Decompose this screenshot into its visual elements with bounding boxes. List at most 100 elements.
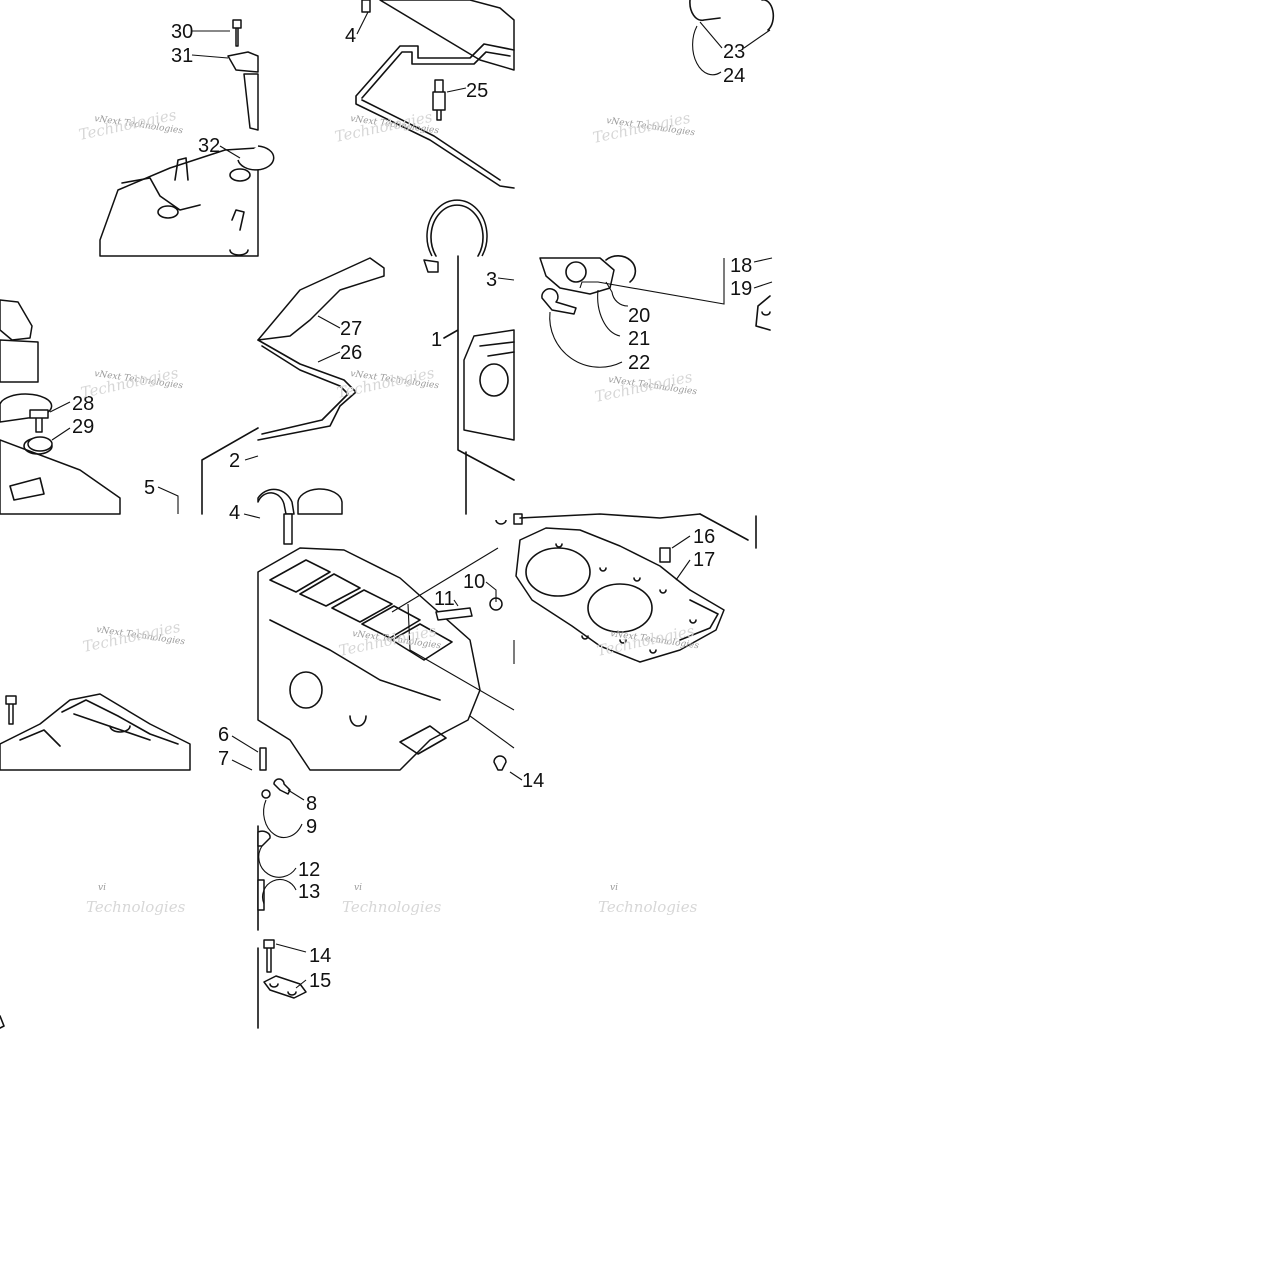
leader-3 <box>497 277 515 281</box>
stud-4 <box>361 0 371 13</box>
frame-18-19 <box>579 258 725 305</box>
leader-24 <box>692 25 722 76</box>
callout-15: 15 <box>309 970 331 992</box>
leader-29 <box>51 427 71 441</box>
callout-17: 17 <box>693 549 715 571</box>
leader-12 <box>258 845 297 878</box>
head-gasket-bore-1 <box>525 547 591 597</box>
leader-7 <box>231 759 253 771</box>
callout-6: 6 <box>218 724 229 746</box>
callout-4-top: 4 <box>345 25 356 47</box>
callout-9: 9 <box>306 816 317 838</box>
spring-13 <box>257 879 265 911</box>
bolt-lower-left <box>5 695 17 725</box>
nut-10 <box>489 597 503 611</box>
callout-20: 20 <box>628 305 650 327</box>
stud-upper <box>513 513 523 525</box>
callout-11: 11 <box>434 588 455 610</box>
frame-top <box>699 513 757 549</box>
cover-fragment-top <box>379 0 515 71</box>
callout-7: 7 <box>218 748 229 770</box>
leader-2 <box>244 455 259 461</box>
leader-9 <box>263 799 303 839</box>
head-fragment-detail <box>479 341 515 397</box>
leader-23 <box>699 21 723 49</box>
tile-r3-c2: 4 10 11 6 7 14 vNext Technologies Techno… <box>218 502 544 792</box>
bolt-28 <box>29 409 49 433</box>
frame-line <box>391 547 515 749</box>
callout-26: 26 <box>340 342 362 364</box>
gasket-inner <box>361 51 511 181</box>
tile-r3-c3: 16 17 vNext Technologies Technologies <box>515 513 757 663</box>
cylinder-head-ribs <box>269 559 453 755</box>
head-fragment <box>463 329 515 441</box>
thermostat-housing-detail <box>565 254 637 283</box>
valve-cover-body <box>99 147 259 257</box>
callout-23: 23 <box>723 41 745 63</box>
edge-fragment <box>0 1015 5 1029</box>
leader-5 <box>157 486 179 514</box>
tile-r2-c2: 27 26 2 1 3 vNext Technologies Technolog… <box>229 255 515 515</box>
watermark-faint-fragment: Technologies <box>342 898 442 916</box>
sensor-3 <box>423 259 439 273</box>
thermostat-housing <box>539 257 615 295</box>
leader-13 <box>261 878 297 905</box>
callout-8: 8 <box>306 793 317 815</box>
gasket-26-inner <box>261 345 349 435</box>
tile-r4-c1: vi Technologies <box>0 883 186 1029</box>
callout-4-lower: 4 <box>229 502 240 524</box>
leader-4 <box>356 11 369 35</box>
head-gasket-bore-2 <box>587 583 653 633</box>
leader-31 <box>191 54 229 59</box>
callout-30: 30 <box>171 21 193 43</box>
tile-r4-c2: 8 9 12 13 14 15 vi Technologies <box>257 778 442 1029</box>
leader-4 <box>243 513 261 519</box>
watermark-faint: Technologies <box>81 618 182 656</box>
callout-25: 25 <box>466 80 488 102</box>
bracket-lower <box>297 488 343 515</box>
callout-5: 5 <box>144 477 155 499</box>
leader-6 <box>231 735 259 753</box>
tile-r1-c1: 30 31 32 vNext Technologies Technologies <box>77 19 275 257</box>
watermark-fragment: vi <box>610 883 618 893</box>
leader-10 <box>485 581 497 602</box>
clamp-23 <box>689 0 721 22</box>
leader-14 <box>509 771 523 781</box>
leader-22 <box>549 311 623 368</box>
nut-upper <box>495 519 507 525</box>
leader-17 <box>675 559 691 581</box>
wire-harness <box>257 488 295 515</box>
callout-21: 21 <box>628 328 650 350</box>
watermark-fragment: vi <box>98 883 106 893</box>
cylinder-head <box>257 547 481 771</box>
callout-22: 22 <box>628 352 650 374</box>
leader-16 <box>671 535 691 549</box>
cap-12 <box>257 830 271 847</box>
cover-lower <box>0 439 121 515</box>
frame-line <box>201 427 259 515</box>
coil-shaft <box>0 339 39 383</box>
callout-32: 32 <box>198 135 220 157</box>
watermark-faint-fragment: Technologies <box>598 898 698 916</box>
seal-32 <box>237 145 275 171</box>
leader-28 <box>49 401 71 413</box>
shaft-31 <box>243 73 259 131</box>
callout-24: 24 <box>723 65 745 87</box>
clamp-24 <box>761 0 775 31</box>
bolt-22 <box>541 288 577 315</box>
o-ring <box>426 199 488 257</box>
tile-r4-c3: vi Technologies <box>598 883 698 916</box>
tile-r3-c1: vNext Technologies Technologies <box>0 618 191 771</box>
leader-25 <box>446 87 467 93</box>
stud-11 <box>435 607 473 621</box>
callout-3: 3 <box>486 269 497 291</box>
valve-cover-detail <box>121 157 251 256</box>
leader-11 <box>453 599 459 607</box>
callout-10: 10 <box>463 571 485 593</box>
watermark-faint: Technologies <box>333 108 434 146</box>
leader-8 <box>287 789 305 801</box>
head-gasket-edge-inner <box>679 599 719 641</box>
washer-9 <box>261 789 271 799</box>
